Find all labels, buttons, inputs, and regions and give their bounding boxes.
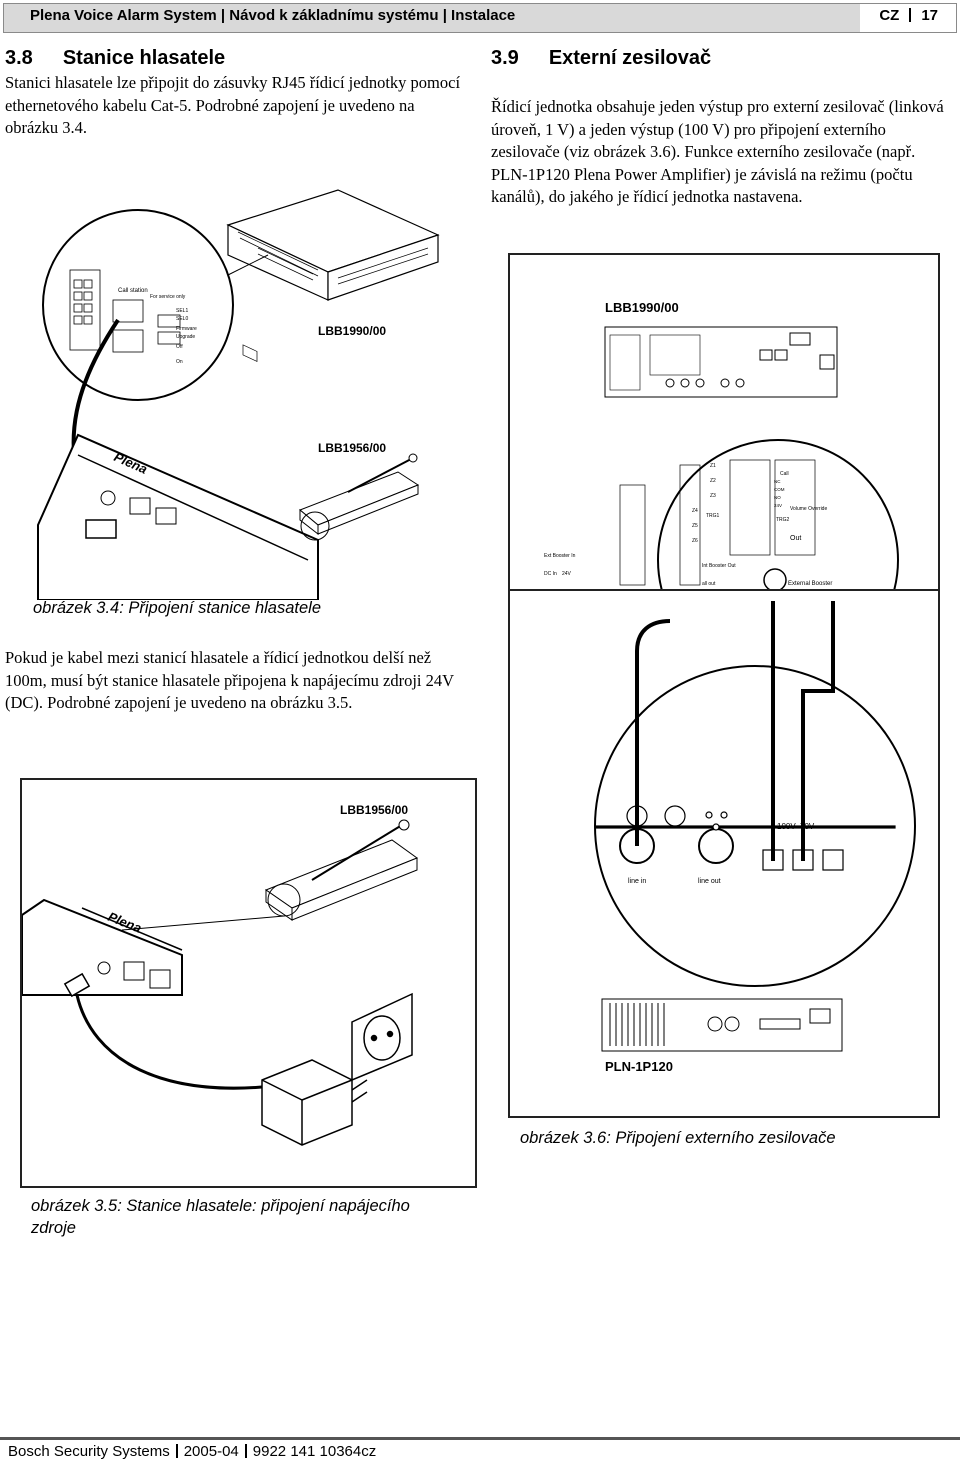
call-label: Call xyxy=(780,471,789,477)
footer-separator xyxy=(175,1444,178,1458)
page-header xyxy=(3,3,957,33)
magnifier-detail: Call station For service only SEL1 SEL0 … xyxy=(42,209,269,401)
figure-3-5-box: LBB1956/00 Plena xyxy=(20,713,477,1188)
section-number: 3.9 xyxy=(491,47,519,69)
zone-label: Z6 xyxy=(692,538,698,544)
zone-label: Z2 xyxy=(710,478,716,484)
trg1-label: TRG1 xyxy=(706,513,720,519)
footer-date: 2005-04 xyxy=(183,1443,239,1460)
external-booster-label: External Booster xyxy=(788,581,832,587)
upgrade-label: Upgrade xyxy=(176,334,195,340)
header-page-info: CZ 17 xyxy=(879,7,938,24)
v70-label: 70V xyxy=(800,822,815,831)
amplifier-unit-drawing xyxy=(601,998,843,1052)
dc-in-label: DC In xyxy=(544,571,557,577)
section-3-8-text: Stanici hlasatele lze připojit do zásuvk… xyxy=(5,73,461,137)
figure-3-5-caption: obrázek 3.5: Stanice hlasatele: připojen… xyxy=(31,1197,410,1237)
page-number-tab xyxy=(860,3,957,33)
relay-terminal-label: COM xyxy=(774,487,785,492)
section-3-9-heading: 3.9 Externí zesilovač xyxy=(491,47,711,70)
section-3-8-heading: 3.8 Stanice hlasatele xyxy=(5,47,225,70)
header-separator xyxy=(909,8,912,22)
zone-label: Z5 xyxy=(692,523,698,529)
figure-3-4: Call station For service only SEL1 SEL0 … xyxy=(18,180,476,601)
call-station-label: Call station xyxy=(118,288,148,294)
figure-3-5-illustration: LBB1956/00 Plena xyxy=(21,713,419,1146)
off-label: Off xyxy=(176,344,183,350)
power-adapter-drawing xyxy=(261,1059,368,1146)
relay-terminal-label: NC xyxy=(774,479,781,484)
figure-3-4-illustration: Call station For service only SEL1 SEL0 … xyxy=(37,189,440,601)
relay-terminal-label: NO xyxy=(774,495,781,500)
power-cable xyxy=(75,994,283,1090)
speaker-cable-b xyxy=(801,601,835,861)
int-booster-out-label: Int Booster Out xyxy=(702,563,736,569)
out-label: Out xyxy=(790,535,801,542)
figure-3-6-caption: obrázek 3.6: Připojení externího zesilov… xyxy=(520,1129,836,1147)
section-title: Externí zesilovač xyxy=(548,47,712,69)
controller-model-label: LBB1990/00 xyxy=(318,324,386,338)
zone-label: Z4 xyxy=(692,508,698,514)
call-station-drawing xyxy=(299,453,420,541)
header-page-number: 17 xyxy=(921,7,938,24)
controller-rear-panel: LBB1990/00 Out External Booster Volume O… xyxy=(544,300,899,681)
station-model-label: LBB1956/00 xyxy=(340,803,408,817)
line-in-label: line in xyxy=(628,878,646,885)
footer-doc-number: 9922 141 10364cz xyxy=(252,1443,377,1460)
amplifier-connection-illustration: 100V 70V line in line out PLN-1P120 xyxy=(594,601,916,1074)
footer-separator xyxy=(244,1444,247,1458)
controller-model-label: LBB1990/00 xyxy=(605,300,679,315)
figure-3-4-caption: obrázek 3.4: Připojení stanice hlasatele xyxy=(33,599,322,617)
section-3-9-text: Řídicí jednotka obsahuje jeden výstup pr… xyxy=(491,97,944,206)
sel0-label: SEL0 xyxy=(176,316,188,322)
amplifier-model-label: PLN-1P120 xyxy=(605,1059,673,1074)
sel1-label: SEL1 xyxy=(176,308,188,314)
zone-label: Z1 xyxy=(710,463,716,469)
ext-booster-in-label: Ext Booster In xyxy=(544,553,576,559)
figure-3-6-lower-box: 100V 70V line in line out PLN-1P120 xyxy=(508,591,940,1118)
on-label: On xyxy=(176,359,183,365)
line-out-label: line out xyxy=(698,878,721,885)
call-station-drawing xyxy=(264,713,419,921)
controller-unit-drawing xyxy=(226,189,440,362)
firmware-label: Firmware xyxy=(176,326,197,332)
trg2-label: TRG2 xyxy=(776,517,790,523)
header-title: Plena Voice Alarm System | Návod k zákla… xyxy=(30,7,516,24)
footer-rule xyxy=(0,1437,960,1440)
section-number: 3.8 xyxy=(5,47,33,69)
all-out-label: all out xyxy=(702,581,716,587)
service-label: For service only xyxy=(150,294,186,300)
relay-terminal-label: 24V xyxy=(774,503,782,508)
footer-company: Bosch Security Systems xyxy=(8,1443,170,1460)
wall-socket-drawing xyxy=(351,992,413,1082)
station-model-label: LBB1956/00 xyxy=(318,441,386,455)
power-supply-paragraph: Pokud je kabel mezi stanicí hlasatele a … xyxy=(5,648,454,712)
v100-label: 100V xyxy=(777,822,796,831)
page-footer: Bosch Security Systems 2005-04 9922 141 10… xyxy=(8,1443,376,1460)
line-cable xyxy=(635,619,671,846)
v24-label: 24V xyxy=(562,571,572,577)
zoom-circle xyxy=(657,439,899,681)
header-language: CZ xyxy=(879,7,900,24)
section-title: Stanice hlasatele xyxy=(62,47,226,69)
station-rear-detail: Plena xyxy=(37,433,319,601)
volume-override-label: Volume Override xyxy=(790,506,827,512)
zone-label: Z3 xyxy=(710,493,716,499)
station-rear-detail: Plena xyxy=(21,898,183,998)
figure-3-6-upper-box: LBB1990/00 Out External Booster Volume O… xyxy=(508,253,940,681)
